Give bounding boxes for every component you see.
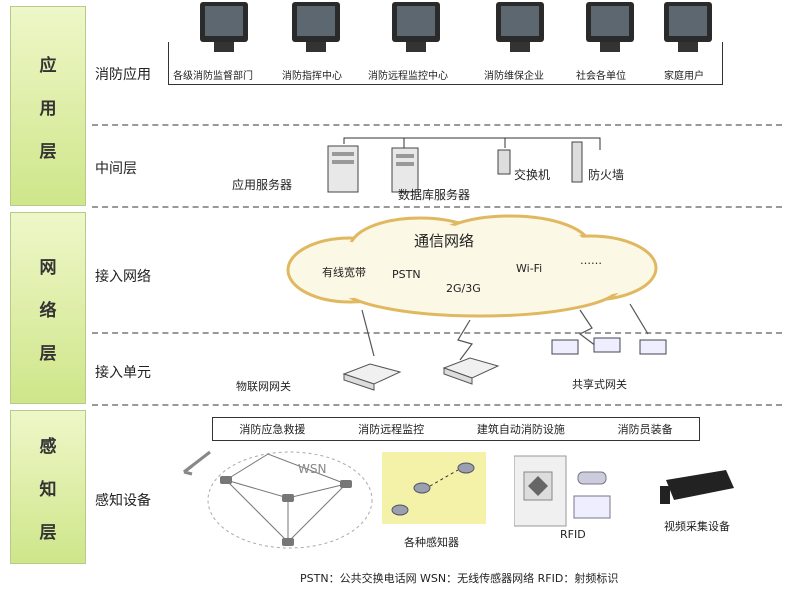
layer-perception: 感 知 层 (10, 410, 86, 564)
monitor-icon (392, 2, 440, 52)
divider-net-unit (92, 332, 782, 334)
rfid-devices (514, 455, 611, 527)
monitor-icon (664, 2, 712, 52)
monitor-icon (496, 2, 544, 52)
app-server-label: 应用服务器 (232, 178, 293, 192)
sensing-app-1: 消防应急救援 (239, 423, 306, 436)
divider-unit-sense (92, 404, 782, 406)
app-user-6: 家庭用户 (664, 71, 704, 82)
app-bracket-right (722, 42, 723, 84)
middle-devices (327, 137, 601, 193)
divider-app-middle (92, 124, 782, 126)
app-bracket-bottom (168, 84, 723, 85)
access-units (342, 303, 667, 391)
layer-per-char-2: 知 (39, 479, 57, 500)
cloud-broadband: 有线宽带 (322, 266, 366, 279)
firewall-icon (571, 141, 583, 183)
layer-app-char-1: 应 (39, 55, 57, 76)
sensing-app-4: 消防员装备 (617, 423, 673, 436)
app-user-4: 消防维保企业 (484, 71, 544, 82)
section-label-sensing: 感知设备 (95, 493, 151, 509)
shared-gateway-icon-2 (593, 337, 621, 353)
monitor-icon (200, 2, 248, 52)
app-monitors (200, 2, 712, 52)
layer-net-char-2: 络 (39, 300, 57, 321)
switch-icon (497, 149, 511, 175)
app-bracket-left (168, 42, 169, 84)
layer-app-char-2: 用 (39, 98, 57, 119)
wsn-label: WSN (298, 462, 327, 476)
sensing-app-3: 建筑自动消防设施 (476, 423, 565, 436)
shared-gateway-icon-1 (551, 339, 579, 355)
layer-per-char-3: 层 (39, 522, 57, 543)
app-user-3: 消防远程监控中心 (368, 71, 448, 82)
app-user-5: 社会各单位 (576, 71, 626, 82)
firewall-label: 防火墙 (588, 168, 625, 182)
layer-per-char-1: 感 (39, 436, 57, 457)
shared-gateway-icon-3 (639, 339, 667, 355)
db-server-icon (391, 147, 419, 193)
switch-label: 交换机 (514, 168, 551, 182)
section-label-app: 消防应用 (95, 67, 151, 83)
video-camera-icon (660, 470, 734, 504)
layer-net-char-1: 网 (39, 257, 57, 278)
iot-gateway-label: 物联网网关 (236, 380, 291, 393)
monitor-icon (586, 2, 634, 52)
wsn-network (183, 450, 373, 549)
monitor-icon (292, 2, 340, 52)
communication-cloud (286, 214, 658, 318)
section-label-access-net: 接入网络 (95, 269, 151, 285)
iot-gateway-icon (342, 363, 402, 391)
layer-net-char-3: 层 (39, 343, 57, 364)
cloud-more: …… (580, 254, 602, 267)
sensing-applications: 消防应急救援 消防远程监控 建筑自动消防设施 消防员装备 (212, 417, 700, 441)
legend: PSTN：公共交换电话网 WSN：无线传感器网络 RFID：射频标识 (300, 572, 619, 585)
app-user-1: 各级消防监督部门 (173, 71, 253, 82)
shared-gateway-label: 共享式网关 (572, 378, 627, 391)
app-user-2: 消防指挥中心 (282, 71, 342, 82)
rfid-label: RFID (560, 528, 586, 541)
section-label-middle: 中间层 (95, 161, 137, 177)
layer-app-char-3: 层 (39, 141, 57, 162)
cloud-mobile: 2G/3G (446, 282, 481, 295)
layer-application: 应 用 层 (10, 6, 86, 206)
section-label-access-unit: 接入单元 (95, 365, 151, 381)
app-server-icon (327, 145, 359, 193)
divider-middle-net (92, 206, 782, 208)
sensor-icons (391, 462, 475, 516)
cloud-wifi: Wi-Fi (516, 262, 543, 275)
wireless-gateway-icon (442, 357, 500, 385)
cloud-pstn: PSTN (392, 268, 421, 281)
video-label: 视频采集设备 (664, 520, 730, 533)
sensors-label: 各种感知器 (404, 536, 459, 549)
cloud-title: 通信网络 (414, 232, 475, 250)
sensing-app-2: 消防远程监控 (358, 423, 425, 436)
layer-network: 网 络 层 (10, 212, 86, 404)
db-server-label: 数据库服务器 (398, 188, 471, 202)
